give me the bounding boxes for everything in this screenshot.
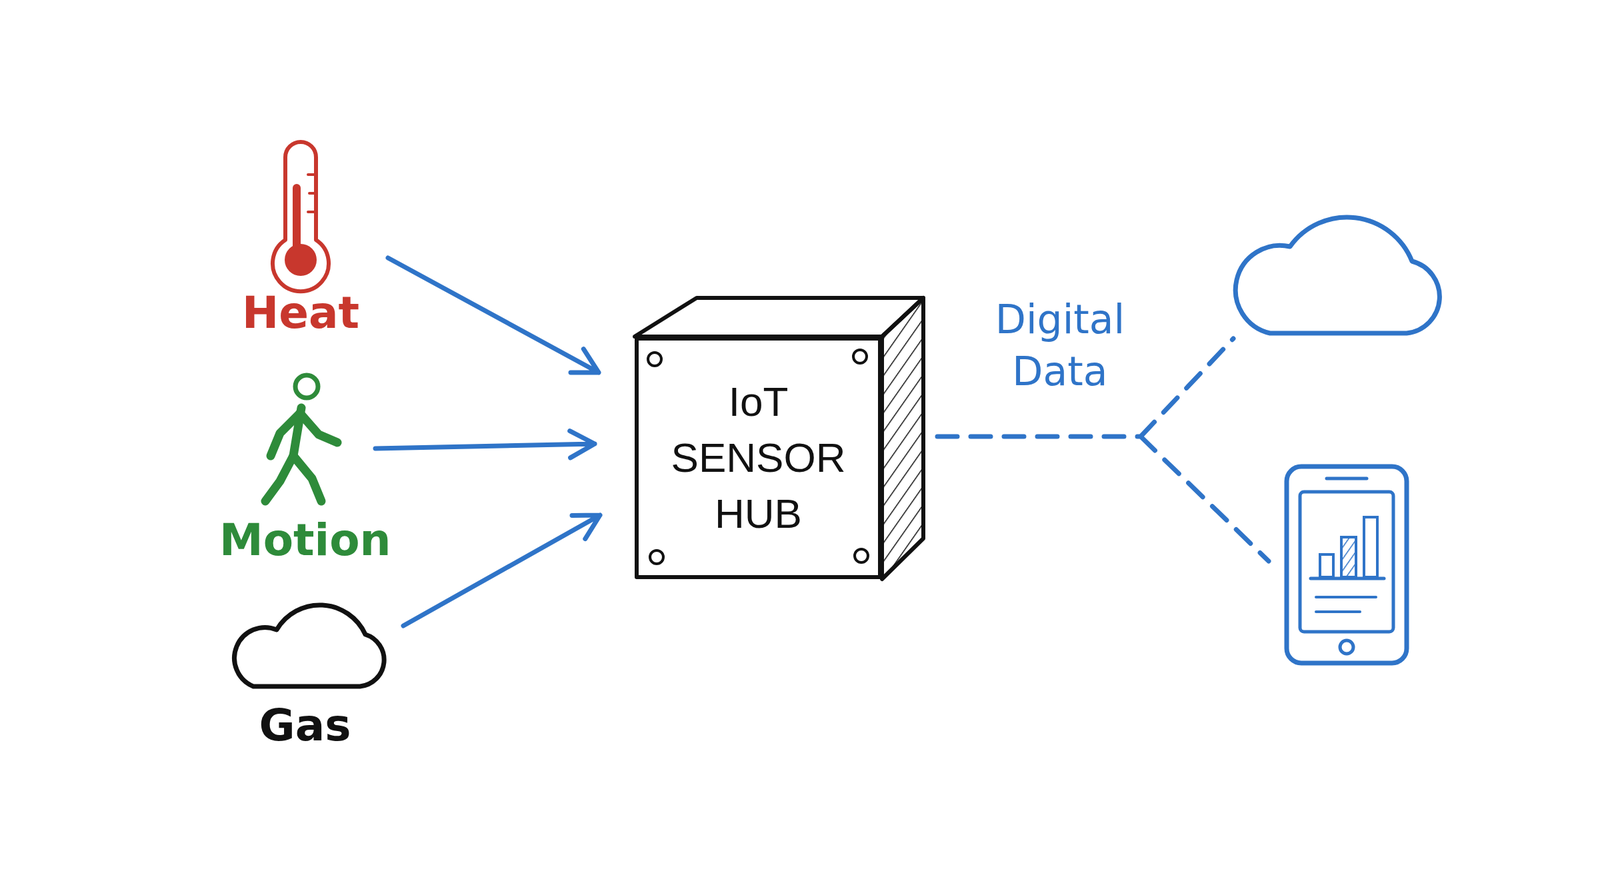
person-head	[295, 375, 318, 398]
arrow-connector	[388, 258, 599, 373]
hub-box: IoT SENSOR HUB	[634, 336, 882, 580]
phone-icon	[1286, 466, 1407, 664]
screw	[648, 352, 662, 366]
thermometer-icon	[272, 142, 329, 292]
link-label: Digital Data	[973, 293, 1147, 398]
hub-side-face	[882, 298, 924, 580]
screw	[854, 549, 868, 563]
arrow-connector	[375, 431, 595, 458]
person-arm	[270, 413, 300, 456]
phone-body	[1286, 466, 1407, 664]
screw	[853, 350, 867, 364]
chart-bar	[1320, 554, 1334, 578]
gas-cloud-icon	[234, 605, 385, 687]
screw	[650, 550, 664, 564]
hub-label: IoT SENSOR HUB	[658, 374, 859, 542]
screen-text-line	[1316, 596, 1376, 599]
chart-bar	[1341, 537, 1356, 578]
screen-text-line	[1316, 610, 1360, 614]
chart-axis	[1310, 577, 1384, 581]
person-leg	[293, 456, 322, 502]
sensor-label: Motion	[219, 514, 373, 568]
phone-speaker	[1326, 477, 1367, 481]
sensor-label: Gas	[190, 699, 420, 753]
phone-button	[1340, 640, 1354, 654]
sensor-label: Heat	[224, 286, 378, 340]
hub-top-face	[634, 298, 924, 337]
thermometer-ticks	[308, 174, 316, 212]
sensor-node: Gas	[216, 590, 394, 753]
person-leg	[265, 456, 294, 502]
sensor-node: Motion	[246, 365, 346, 568]
arrow-connector	[403, 515, 600, 626]
thermometer-bar	[292, 188, 301, 248]
phone-screen	[1300, 492, 1394, 632]
walking-person-icon	[265, 375, 338, 502]
thermometer-outline	[272, 142, 329, 292]
cloud-icon	[1235, 217, 1440, 334]
hub-screws	[648, 350, 868, 564]
person-arm	[300, 413, 338, 443]
thermometer-bulb	[284, 244, 317, 276]
sensor-node: Heat	[250, 130, 351, 340]
chart-bar	[1364, 517, 1378, 578]
